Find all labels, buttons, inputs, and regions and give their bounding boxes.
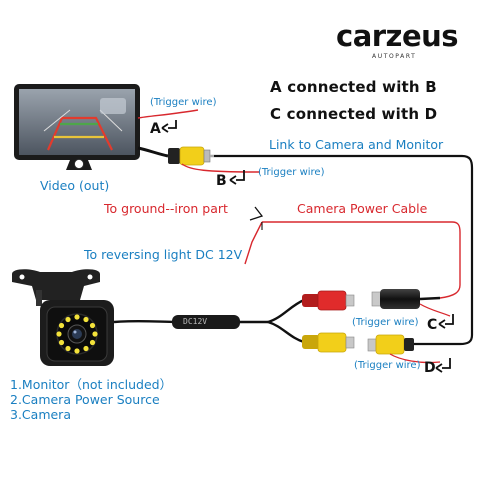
label-reversing-light: To reversing light DC 12V: [84, 247, 243, 262]
hook-arrows: [161, 120, 454, 373]
label-video-out: Video (out): [40, 178, 110, 193]
monitor: [14, 84, 199, 170]
trigger-label-c: (Trigger wire): [352, 317, 419, 328]
point-d: D: [424, 360, 436, 376]
monitor-video-rca: [168, 146, 474, 346]
label-link: Link to Camera and Monitor: [269, 137, 444, 152]
point-b: B: [216, 173, 227, 189]
dc-power-plug: [371, 289, 451, 317]
label-ground: To ground--iron part: [104, 201, 228, 216]
legend-item-camera: 3.Camera: [10, 407, 71, 422]
camera-power-rca: [302, 290, 355, 311]
trigger-label-b: (Trigger wire): [258, 167, 325, 178]
camera-video-rca: [302, 332, 355, 353]
legend-item-power-source: 2.Camera Power Source: [10, 392, 160, 407]
trigger-label-a: (Trigger wire): [150, 97, 217, 108]
power-wires: [244, 206, 461, 299]
heading-c-to-d: C connected with D: [270, 105, 438, 123]
brand-logo: carzeus: [336, 19, 459, 53]
legend-item-monitor: 1.Monitor（not included）: [10, 377, 173, 392]
point-c: C: [427, 317, 438, 333]
label-power-cable: Camera Power Cable: [297, 201, 428, 216]
camera: [12, 269, 305, 366]
link-video-rca: [367, 334, 441, 364]
brand-tagline: AUTOPART: [372, 53, 417, 60]
heading-a-to-b: A connected with B: [270, 78, 437, 96]
trigger-label-d: (Trigger wire): [354, 360, 421, 371]
component-legend: 1.Monitor（not included） 2.Camera Power S…: [10, 377, 172, 422]
cable-tag: DC12V: [183, 317, 208, 326]
point-a: A: [150, 121, 161, 137]
